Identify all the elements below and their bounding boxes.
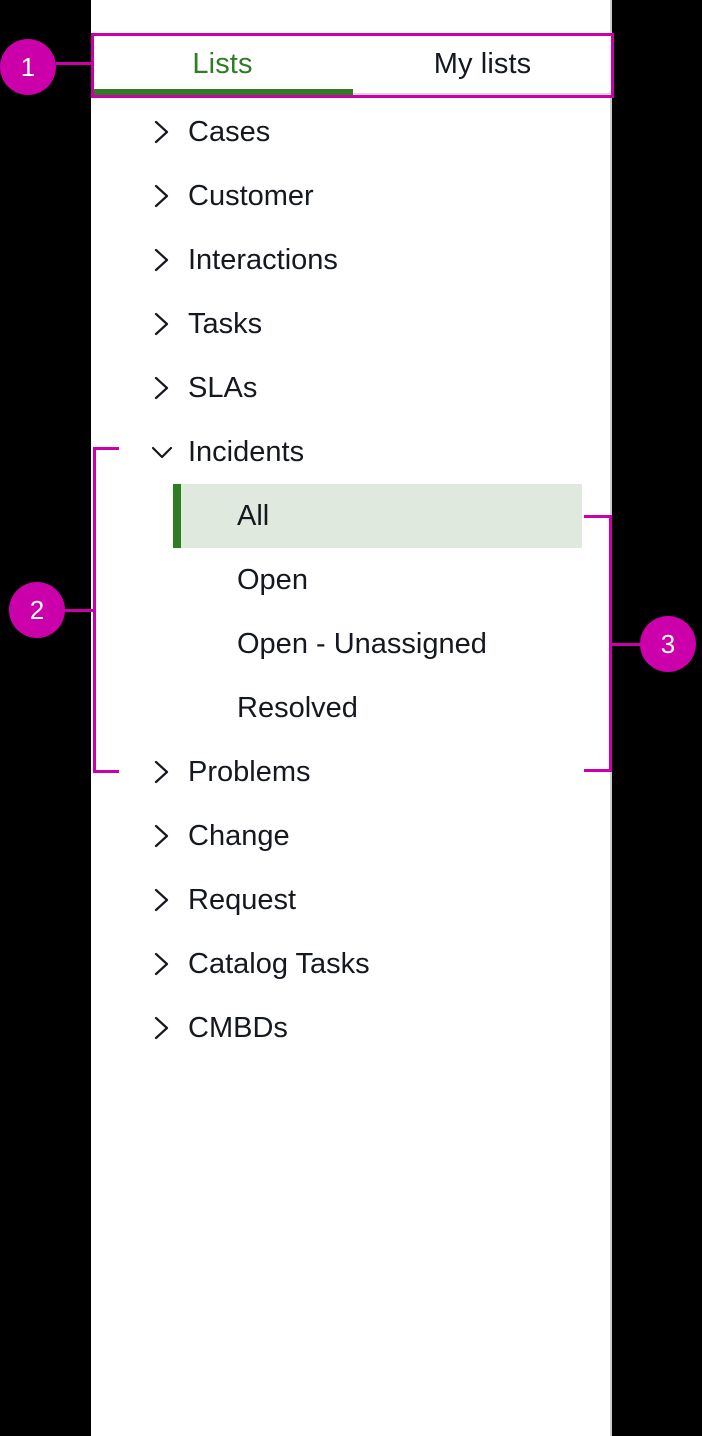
- tree-item-change[interactable]: Change: [91, 804, 612, 868]
- tree-child-label: All: [237, 499, 270, 532]
- tree-item-problems[interactable]: Problems: [91, 740, 612, 804]
- tree-item-slas[interactable]: SLAs: [91, 356, 612, 420]
- tree-item-customer[interactable]: Customer: [91, 164, 612, 228]
- annotation-badge-3-number: 3: [660, 628, 676, 659]
- annotation-badge-2: 2: [9, 582, 65, 638]
- annotation-badge-1-number: 1: [20, 51, 36, 82]
- tree-child-open[interactable]: Open: [91, 548, 612, 612]
- tab-bar: Lists My lists: [91, 33, 612, 95]
- annotation-badge-3: 3: [640, 616, 696, 672]
- chevron-right-icon[interactable]: [148, 182, 176, 210]
- chevron-right-icon[interactable]: [148, 374, 176, 402]
- tree-child-open-unassigned[interactable]: Open - Unassigned: [91, 612, 612, 676]
- annotation-badge-2-number: 2: [29, 594, 45, 625]
- tree-child-label: Open - Unassigned: [237, 627, 487, 660]
- tree-item-label: Request: [188, 883, 297, 916]
- tree-item-cases[interactable]: Cases: [91, 100, 612, 164]
- lists-tree: Cases Customer Interactions: [91, 100, 612, 1060]
- chevron-right-icon[interactable]: [148, 310, 176, 338]
- tab-active-underline: [92, 89, 353, 95]
- tab-my-lists[interactable]: My lists: [353, 33, 612, 95]
- chevron-right-icon[interactable]: [148, 246, 176, 274]
- tree-child-label: Open: [237, 563, 308, 596]
- tree-item-catalog-tasks[interactable]: Catalog Tasks: [91, 932, 612, 996]
- chevron-down-icon[interactable]: [148, 442, 176, 462]
- tab-my-lists-label: My lists: [433, 47, 532, 80]
- tree-item-incidents[interactable]: Incidents: [91, 420, 612, 484]
- tree-item-tasks[interactable]: Tasks: [91, 292, 612, 356]
- lists-side-panel: Lists My lists Cases Customer: [91, 0, 612, 1436]
- chevron-right-icon[interactable]: [148, 1014, 176, 1042]
- tree-item-label: Change: [188, 819, 290, 852]
- chevron-right-icon[interactable]: [148, 758, 176, 786]
- tab-lists[interactable]: Lists: [92, 33, 353, 95]
- tree-item-label: Incidents: [188, 435, 305, 468]
- tree-item-label: SLAs: [188, 371, 258, 404]
- tab-lists-label: Lists: [192, 47, 253, 80]
- tree-child-all[interactable]: All: [173, 484, 582, 548]
- tree-item-cmbds[interactable]: CMBDs: [91, 996, 612, 1060]
- annotation-leader-1: [56, 62, 93, 65]
- tree-item-label: Tasks: [188, 307, 263, 340]
- tree-item-label: Customer: [188, 179, 314, 212]
- tree-item-label: Interactions: [188, 243, 338, 276]
- tree-item-interactions[interactable]: Interactions: [91, 228, 612, 292]
- tree-item-label: Cases: [188, 115, 271, 148]
- annotation-badge-1: 1: [0, 39, 56, 95]
- chevron-right-icon[interactable]: [148, 886, 176, 914]
- chevron-right-icon[interactable]: [148, 950, 176, 978]
- annotation-leader-3: [609, 643, 642, 646]
- tree-item-request[interactable]: Request: [91, 868, 612, 932]
- tree-child-resolved[interactable]: Resolved: [91, 676, 612, 740]
- tree-item-label: Catalog Tasks: [188, 947, 370, 980]
- chevron-right-icon[interactable]: [148, 822, 176, 850]
- tree-item-label: Problems: [188, 755, 311, 788]
- tree-child-label: Resolved: [237, 691, 358, 724]
- tree-item-label: CMBDs: [188, 1011, 288, 1044]
- chevron-right-icon[interactable]: [148, 118, 176, 146]
